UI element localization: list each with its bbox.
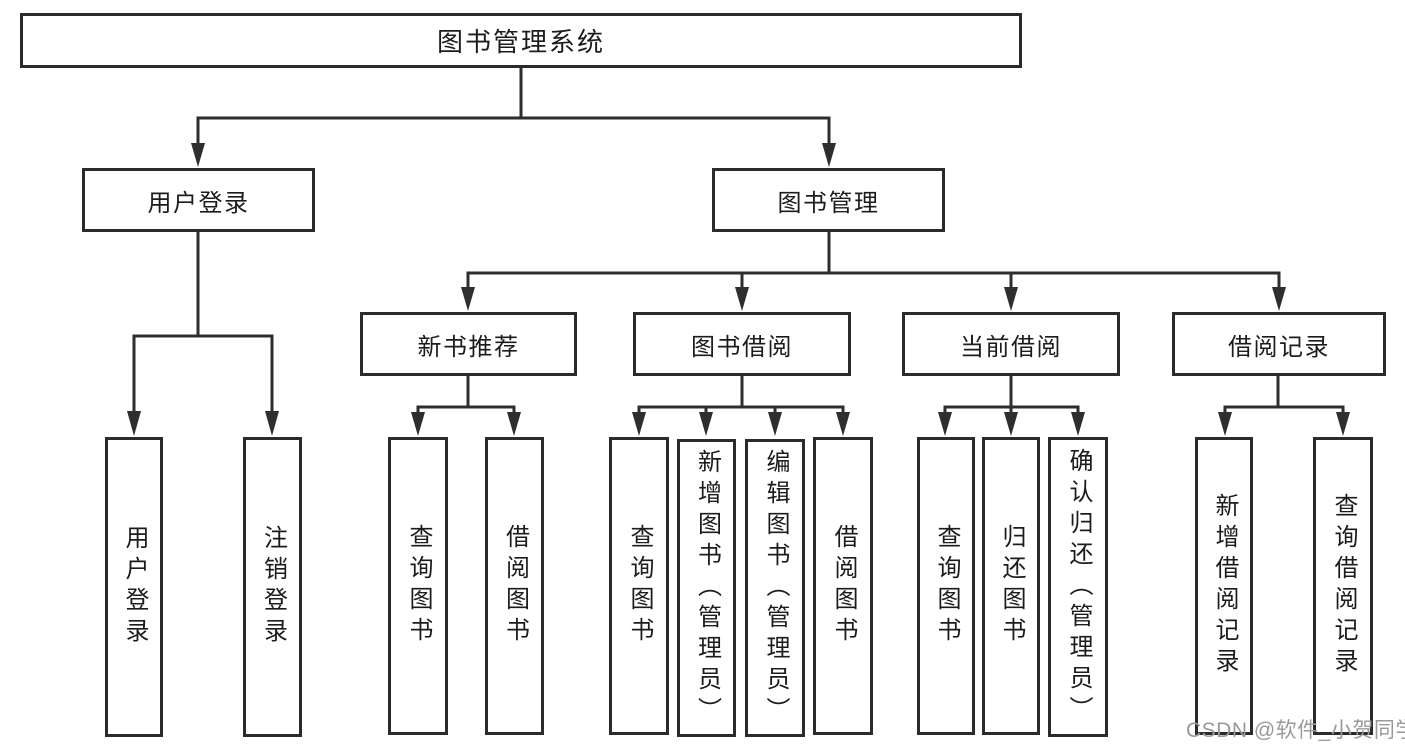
leaf-return-book-label: 归还图书 bbox=[998, 524, 1025, 648]
leaf-user-login-label: 用户登录 bbox=[121, 525, 148, 649]
leaf-add-borrow-record: 新增借阅记录 bbox=[1195, 437, 1253, 735]
leaf-borrow-book-recommend: 借阅图书 bbox=[485, 437, 544, 735]
leaf-query-borrow-record-label: 查询借阅记录 bbox=[1330, 493, 1357, 679]
leaf-edit-book-admin: 编辑图书（管理员） bbox=[745, 439, 805, 737]
node-book-borrow-label: 图书借阅 bbox=[691, 333, 793, 361]
leaf-query-book-borrow-label: 查询图书 bbox=[626, 524, 653, 648]
leaf-query-book-current: 查询图书 bbox=[917, 437, 975, 735]
leaf-return-book: 归还图书 bbox=[982, 437, 1040, 735]
leaf-query-book-current-label: 查询图书 bbox=[933, 524, 960, 648]
node-current-borrow: 当前借阅 bbox=[902, 312, 1120, 376]
leaf-query-book-recommend-label: 查询图书 bbox=[405, 524, 432, 648]
leaf-borrow-book-recommend-label: 借阅图书 bbox=[501, 524, 529, 648]
leaf-edit-book-admin-label: 编辑图书（管理员） bbox=[762, 448, 789, 728]
leaf-add-book-admin-label: 新增图书（管理员） bbox=[693, 448, 721, 728]
leaf-logout-label: 注销登录 bbox=[259, 525, 287, 649]
node-current-borrow-label: 当前借阅 bbox=[960, 333, 1062, 361]
leaf-confirm-return-admin-label: 确认归还（管理员） bbox=[1065, 447, 1092, 727]
leaf-logout: 注销登录 bbox=[243, 437, 302, 737]
node-book-borrow: 图书借阅 bbox=[633, 312, 851, 376]
leaf-user-login: 用户登录 bbox=[105, 437, 163, 737]
node-new-book-recommend-label: 新书推荐 bbox=[417, 333, 520, 361]
node-borrow-records-label: 借阅记录 bbox=[1228, 333, 1330, 361]
node-root-system: 图书管理系统 bbox=[20, 13, 1022, 68]
leaf-query-book-borrow: 查询图书 bbox=[609, 437, 669, 735]
node-root-label: 图书管理系统 bbox=[436, 27, 605, 57]
node-user-login: 用户登录 bbox=[82, 168, 315, 232]
csdn-watermark: CSDN @软件_小贺同学 bbox=[1186, 719, 1405, 742]
leaf-add-book-admin: 新增图书（管理员） bbox=[677, 439, 736, 737]
node-book-management: 图书管理 bbox=[712, 168, 945, 232]
leaf-query-book-recommend: 查询图书 bbox=[388, 437, 448, 735]
leaf-borrow-book: 借阅图书 bbox=[813, 437, 873, 735]
leaf-query-borrow-record: 查询借阅记录 bbox=[1313, 437, 1373, 735]
node-user-login-label: 用户登录 bbox=[147, 189, 250, 217]
node-new-book-recommend: 新书推荐 bbox=[360, 312, 577, 376]
leaf-borrow-book-label: 借阅图书 bbox=[830, 524, 857, 648]
node-borrow-records: 借阅记录 bbox=[1172, 312, 1386, 376]
leaf-confirm-return-admin: 确认归还（管理员） bbox=[1048, 437, 1108, 737]
leaf-add-borrow-record-label: 新增借阅记录 bbox=[1211, 493, 1238, 679]
node-book-management-label: 图书管理 bbox=[777, 189, 880, 217]
